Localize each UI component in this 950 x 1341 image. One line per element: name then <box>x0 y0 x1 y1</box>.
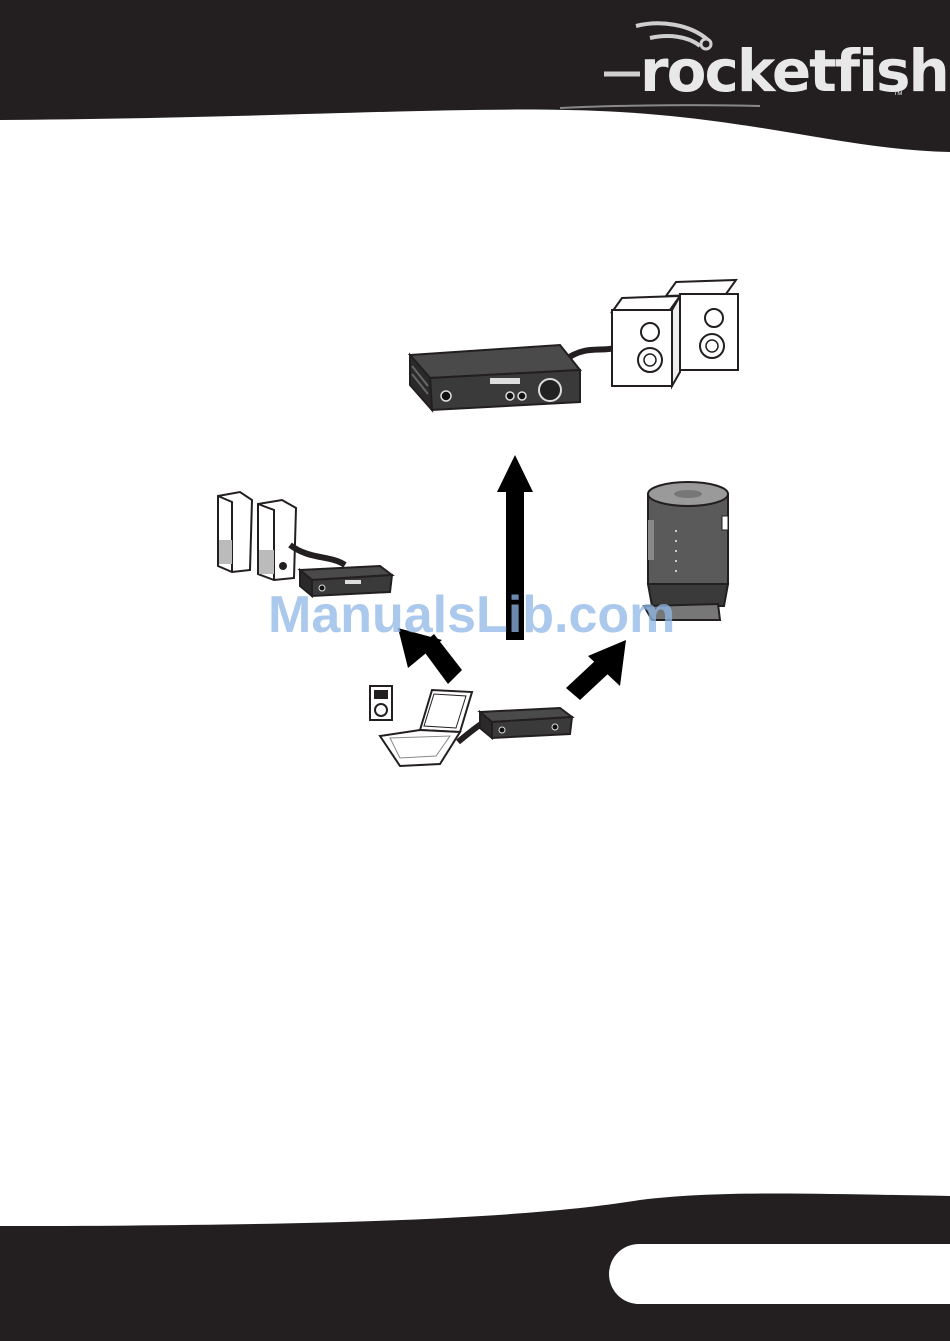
arrow-right <box>566 640 626 700</box>
receiver-with-computer-speakers <box>218 492 392 596</box>
watermark-text: ManualsLib.com <box>268 585 675 645</box>
page-number-pill <box>609 1244 950 1304</box>
logo-trademark: ™ <box>893 90 903 101</box>
transmitter-with-laptop-and-mp3-player <box>370 686 572 766</box>
receiver-with-bookshelf-speakers <box>410 280 738 410</box>
